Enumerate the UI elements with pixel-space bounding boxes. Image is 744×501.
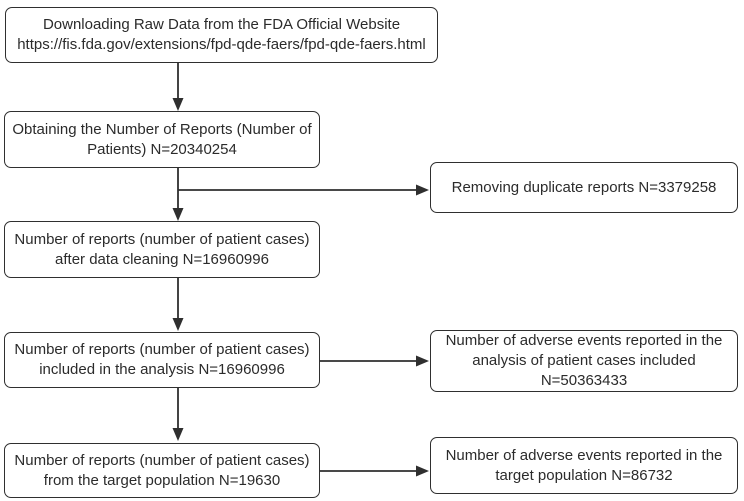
flow-box-adverse-events-target: Number of adverse events reported in the… (430, 437, 738, 494)
flow-box-included-analysis: Number of reports (number of patient cas… (4, 332, 320, 388)
flow-box-target-population: Number of reports (number of patient cas… (4, 443, 320, 498)
flow-box-adverse-events-analysis: Number of adverse events reported in the… (430, 330, 738, 392)
box-text-line: analysis of patient cases included (472, 352, 696, 369)
box-text-line: Number of reports (number of patient cas… (14, 341, 310, 358)
arrowhead-analysis-to-adverse-analysis (416, 355, 429, 367)
arrowhead-obtain-to-cleaned (172, 208, 184, 221)
box-text-line: after data cleaning N=16960996 (55, 250, 269, 268)
arrowhead-obtain-to-dedup (416, 184, 429, 196)
flow-box-obtain-reports: Obtaining the Number of Reports (Number … (4, 111, 320, 168)
box-text-line: Patients) N=20340254 (87, 140, 237, 158)
arrowhead-analysis-to-target (172, 428, 184, 441)
box-text-line: Downloading Raw Data from the FDA Offici… (42, 16, 401, 33)
box-text-line: target population N=86732 (495, 466, 673, 484)
flow-box-cleaned-reports: Number of reports (number of patient cas… (4, 221, 320, 278)
arrowhead-cleaned-to-analysis (172, 318, 184, 331)
flow-box-remove-duplicates: Removing duplicate reports N=3379258 (430, 162, 738, 213)
flow-box-download: Downloading Raw Data from the FDA Offici… (5, 7, 438, 63)
arrowhead-download-to-obtain (172, 98, 184, 111)
box-text-line: from the target population N=19630 (43, 471, 281, 489)
box-text-line: Removing duplicate reports N=3379258 (451, 178, 717, 196)
box-text-line: Number of reports (number of patient cas… (14, 451, 310, 469)
arrowhead-target-to-adverse-target (416, 465, 429, 477)
box-text-line: Obtaining the Number of Reports (Number … (12, 120, 312, 138)
box-text-line: Number of adverse events reported in the (445, 446, 723, 464)
box-text-line: https://fis.fda.gov/extensions/fpd-qde-f… (17, 36, 426, 53)
box-text-line: Number of reports (number of patient cas… (14, 230, 310, 248)
box-text-line: Number of adverse events reported in the (445, 332, 723, 349)
box-text-line: N=50363433 (540, 372, 628, 389)
box-text-line: included in the analysis N=16960996 (39, 361, 285, 378)
